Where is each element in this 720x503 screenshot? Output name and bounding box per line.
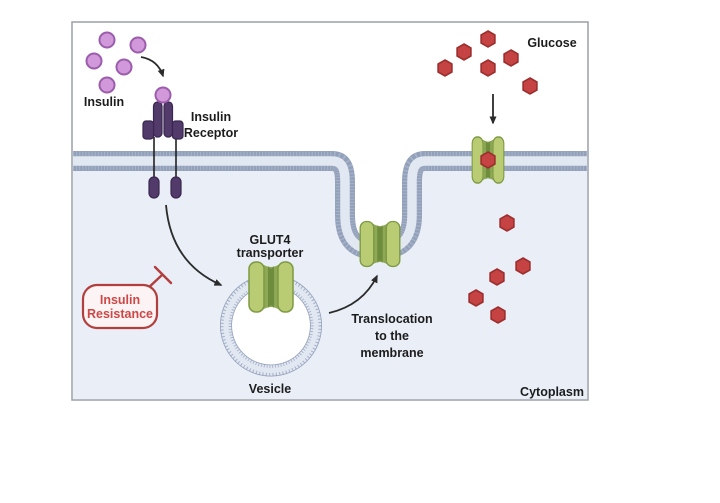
insulin-molecule (129, 36, 147, 54)
glucose-molecule (522, 77, 538, 95)
glucose-molecule (456, 43, 472, 61)
insulin-label: Insulin (83, 95, 125, 109)
insulin-resistance-label: Insulin Resistance (86, 293, 153, 321)
glut4-in-invagination (359, 220, 401, 268)
glucose-molecule (480, 30, 496, 48)
insulin-molecule (154, 86, 172, 104)
glucose-molecule (489, 268, 505, 286)
glucose-molecule (437, 59, 453, 77)
glucose-molecule (480, 151, 496, 169)
glucose-label: Glucose (527, 36, 577, 50)
glucose-molecule (490, 306, 506, 324)
arrow-receptor-to-vesicle (165, 204, 223, 286)
arrow-insulin-to-receptor (140, 56, 165, 78)
glucose-molecule (503, 49, 519, 67)
glut4-transporter-label: GLUT4 transporter (236, 233, 304, 260)
insulin-receptor (142, 101, 184, 199)
insulin-molecule (115, 58, 133, 76)
insulin-molecule (98, 76, 116, 94)
glucose-molecule (499, 214, 515, 232)
insulin-receptor-label: Insulin Receptor (183, 110, 239, 141)
glucose-molecule (468, 289, 484, 307)
glucose-molecule (515, 257, 531, 275)
insulin-molecule (98, 31, 116, 49)
insulin-molecule (85, 52, 103, 70)
insulin-resistance-box (81, 283, 159, 330)
glut4-on-vesicle (248, 261, 294, 313)
translocation-label: Translocation to the membrane (351, 312, 433, 360)
glucose-molecule (480, 59, 496, 77)
cytoplasm-label: Cytoplasm (520, 385, 584, 399)
arrow-translocation (328, 274, 378, 314)
vesicle-label: Vesicle (248, 382, 292, 396)
